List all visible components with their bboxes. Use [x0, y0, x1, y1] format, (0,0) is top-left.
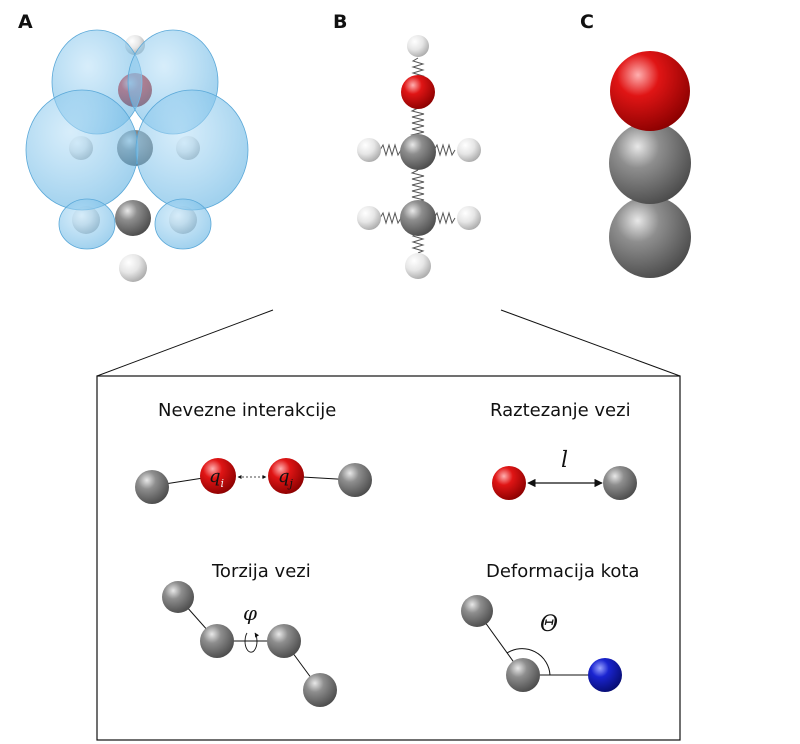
atom-hydrogen	[457, 206, 481, 230]
spring	[379, 211, 402, 225]
atom-oxygen	[200, 458, 236, 494]
atom-carbon	[400, 200, 436, 236]
zoom-line-right	[500, 309, 681, 377]
spring	[379, 143, 402, 157]
angle-arc	[506, 648, 551, 676]
spring	[411, 232, 425, 254]
lone-pair-lobe	[58, 198, 116, 250]
nonbonded-group: Nevezne interakcije qi qj	[135, 400, 372, 504]
atom-carbon	[609, 196, 691, 278]
atom-nitrogen	[588, 658, 622, 692]
nonbonded-title: Nevezne interakcije	[158, 400, 336, 421]
angle-group: Deformacija kota Θ	[461, 561, 639, 692]
atom-oxygen	[492, 466, 526, 500]
atom-carbon	[200, 624, 234, 658]
spring	[410, 169, 425, 206]
atom-carbon	[461, 595, 493, 627]
angle-symbol: Θ	[540, 612, 558, 637]
atom-carbon	[135, 470, 169, 504]
panel-c-molecule	[609, 51, 691, 278]
atom-oxygen	[268, 458, 304, 494]
inset-box	[96, 375, 681, 741]
angle-title: Deformacija kota	[486, 561, 639, 582]
panel-a-molecule	[25, 29, 249, 282]
panel-b-label: B	[333, 11, 347, 33]
length-symbol: l	[561, 448, 568, 473]
torsion-title: Torzija vezi	[211, 561, 311, 582]
atom-carbon	[603, 466, 637, 500]
spring	[433, 143, 456, 157]
panel-b-atoms	[357, 35, 481, 279]
atom-carbon	[267, 624, 301, 658]
atom-carbon	[162, 581, 194, 613]
atom-hydrogen	[457, 138, 481, 162]
atom-carbon	[400, 134, 436, 170]
atom-carbon	[506, 658, 540, 692]
lone-pair-lobe	[25, 89, 139, 211]
atom-oxygen	[610, 51, 690, 131]
spring	[410, 107, 425, 138]
charge-i-label: qi	[209, 466, 224, 490]
atom-hydrogen	[357, 138, 381, 162]
lone-pair-lobe	[154, 198, 212, 250]
torsion-symbol: φ	[243, 601, 257, 625]
panel-a-label: A	[18, 11, 33, 33]
torsion-group: Torzija vezi φ	[162, 561, 337, 707]
panel-c-label: C	[580, 11, 594, 33]
spring	[433, 211, 456, 225]
stretch-title: Raztezanje vezi	[490, 400, 631, 421]
atom-oxygen	[401, 75, 435, 109]
charge-j-label: qj	[278, 466, 294, 490]
atom-hydrogen	[407, 35, 429, 57]
atom-carbon	[338, 463, 372, 497]
panel-b-molecule	[379, 57, 456, 254]
atom-hydrogen	[405, 253, 431, 279]
atom-carbon	[303, 673, 337, 707]
atom-hydrogen	[119, 254, 147, 282]
zoom-line-left	[96, 309, 274, 377]
atom-hydrogen	[357, 206, 381, 230]
lone-pair-lobe	[135, 89, 249, 211]
torsion-arrow	[244, 632, 260, 653]
atom-carbon	[609, 122, 691, 204]
stretch-group: Raztezanje vezi l	[490, 400, 637, 500]
atom-carbon	[115, 200, 151, 236]
